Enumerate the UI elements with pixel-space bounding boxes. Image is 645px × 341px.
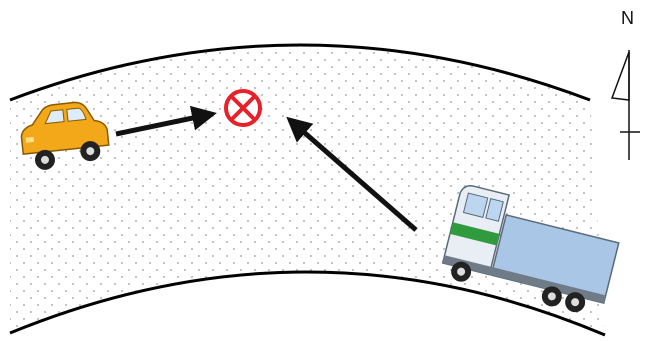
north-arrow-icon: [610, 50, 640, 160]
car-direction-arrow: [115, 105, 217, 137]
truck-icon: [441, 185, 620, 313]
compass-north-label: N: [621, 8, 634, 28]
road-edge-south: [9, 270, 606, 337]
road-surface: [10, 45, 605, 335]
truck-direction-arrow: [286, 116, 418, 232]
collision-marker-icon: [224, 89, 262, 127]
road-edge-north: [9, 43, 591, 102]
car-icon: [20, 101, 110, 170]
